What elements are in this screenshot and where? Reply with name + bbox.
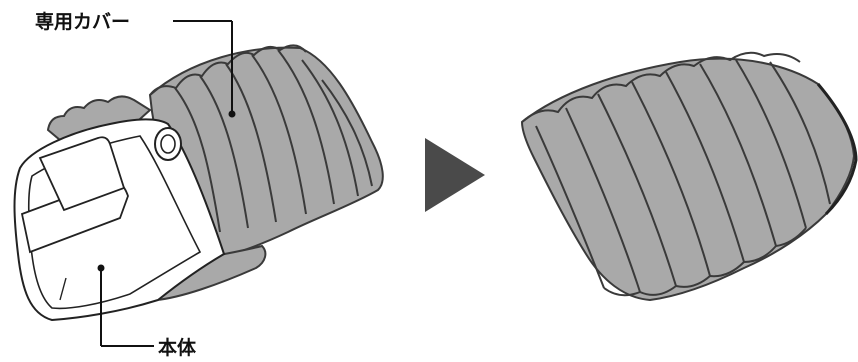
connector-plug-icon	[155, 128, 181, 160]
body-label: 本体	[158, 336, 197, 359]
dedicated-cover-right	[522, 53, 856, 300]
left-illustration: 専用カバー 本体	[15, 11, 383, 359]
right-arrow-icon	[425, 138, 485, 212]
right-illustration	[522, 53, 856, 300]
cover-label: 専用カバー	[35, 11, 130, 33]
